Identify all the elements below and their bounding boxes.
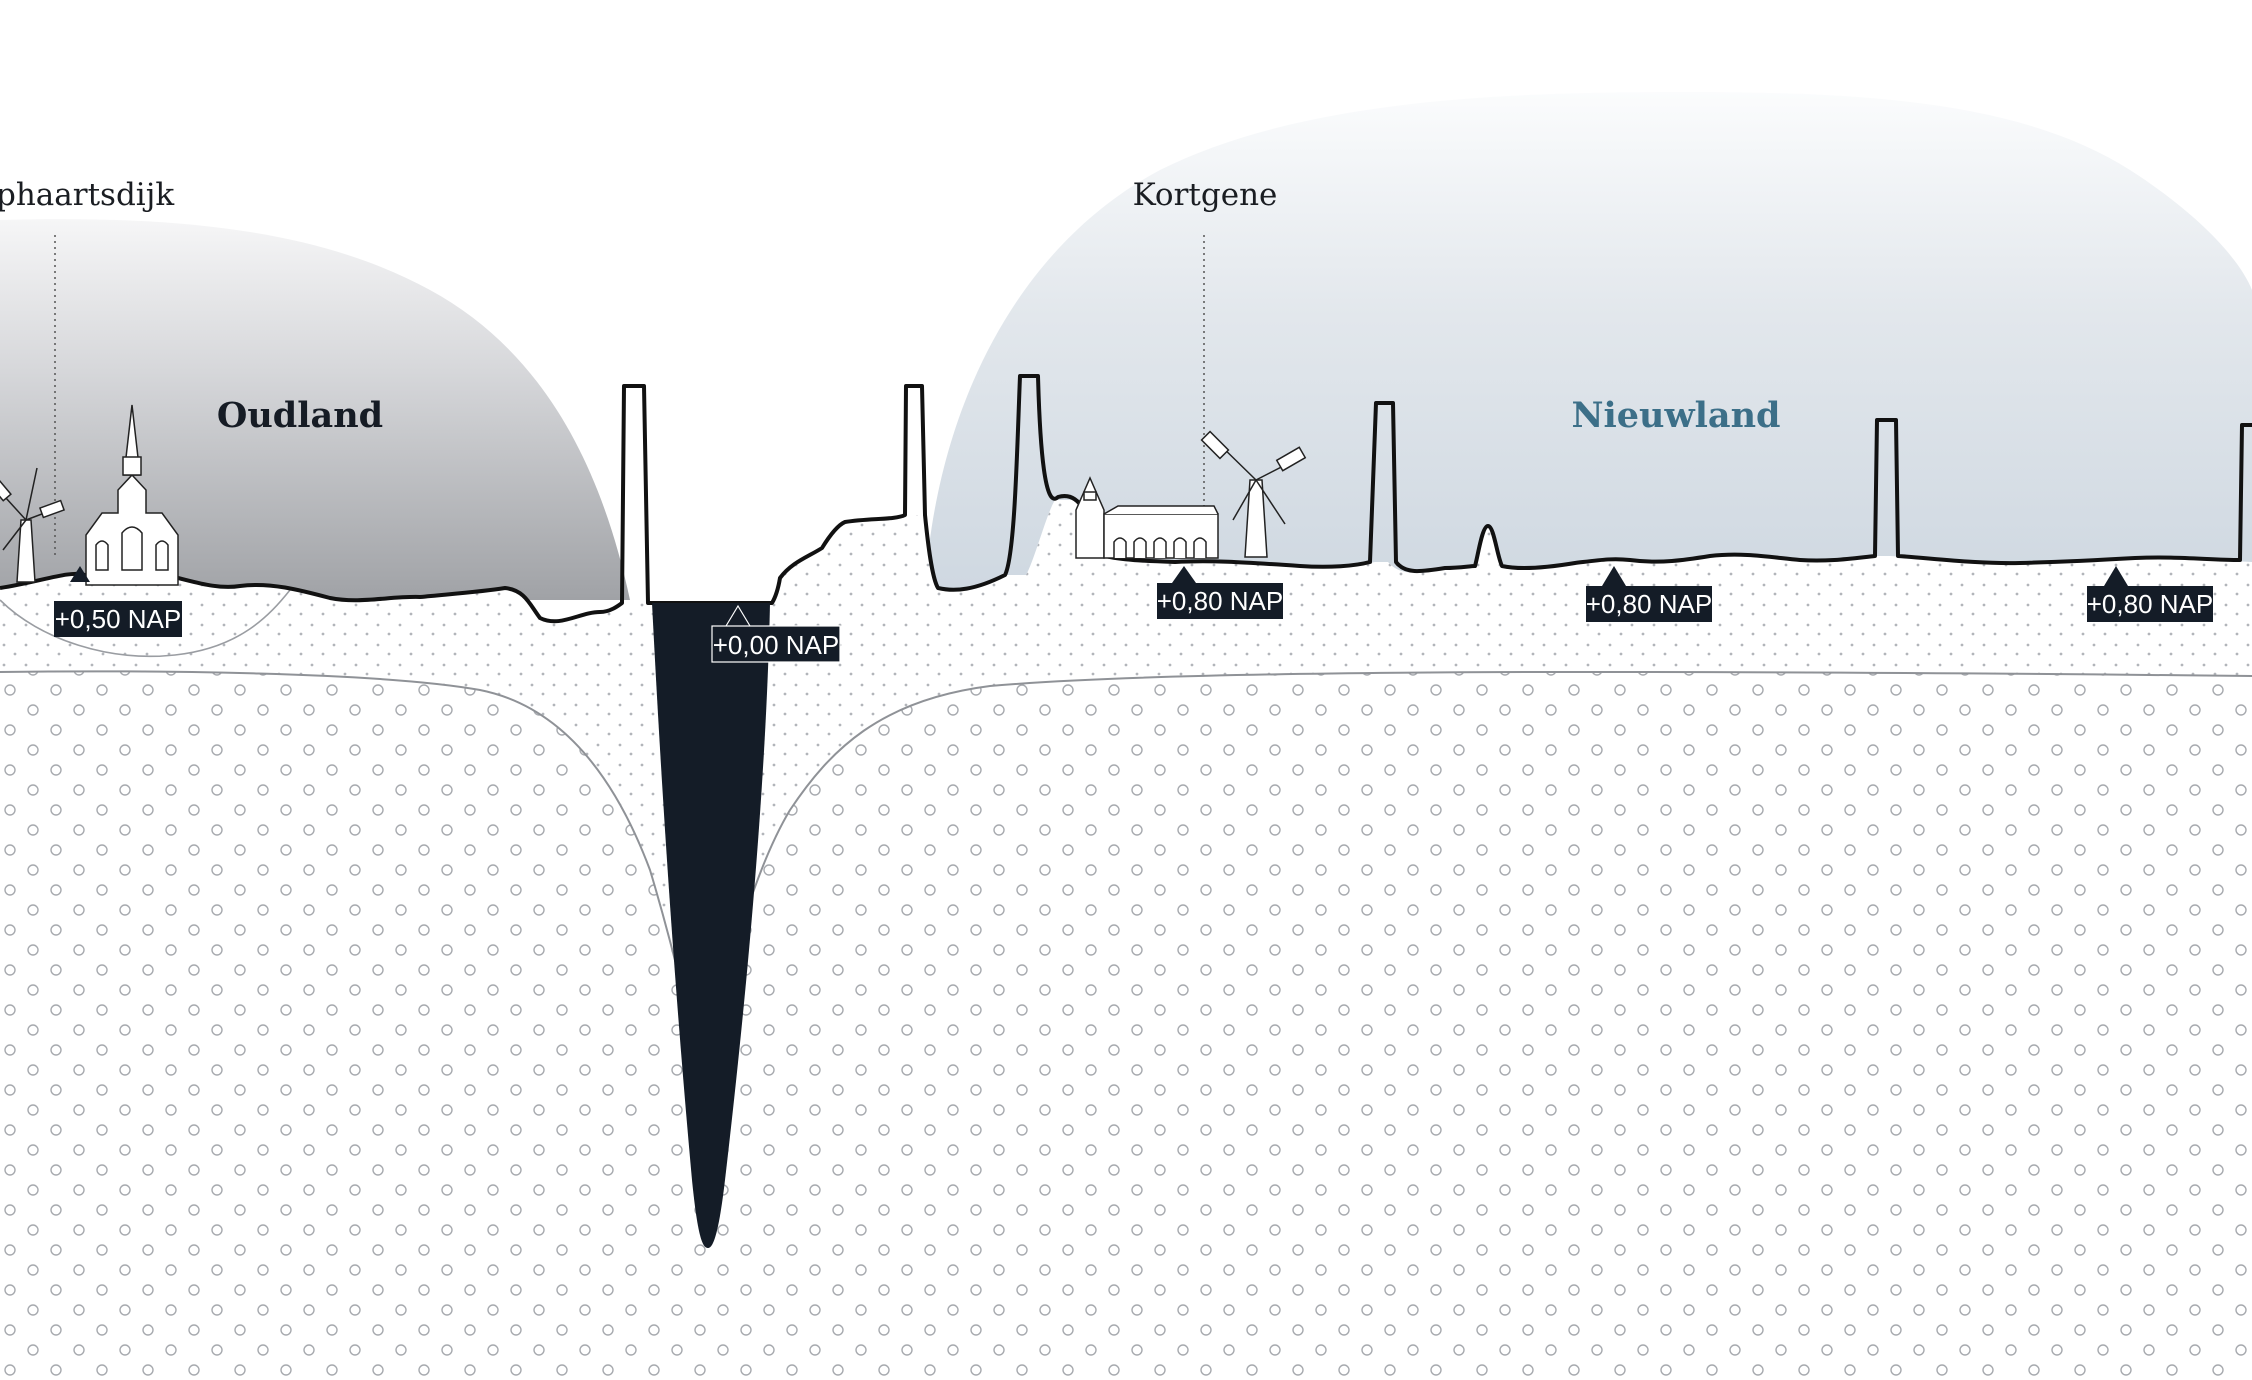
svg-text:+0,80 NAP: +0,80 NAP <box>2087 589 2213 619</box>
left-town-label: phaartsdijk <box>0 177 174 213</box>
svg-text:+0,50 NAP: +0,50 NAP <box>55 604 181 634</box>
svg-text:+0,80 NAP: +0,80 NAP <box>1586 589 1712 619</box>
nieuwland-label: Nieuwland <box>1571 395 1780 436</box>
soil-layers <box>0 500 2252 1380</box>
kortgene-label: Kortgene <box>1133 177 1278 213</box>
svg-text:+0,80 NAP: +0,80 NAP <box>1157 586 1283 616</box>
svg-text:+0,00 NAP: +0,00 NAP <box>713 630 839 660</box>
oudland-label: Oudland <box>217 395 383 436</box>
